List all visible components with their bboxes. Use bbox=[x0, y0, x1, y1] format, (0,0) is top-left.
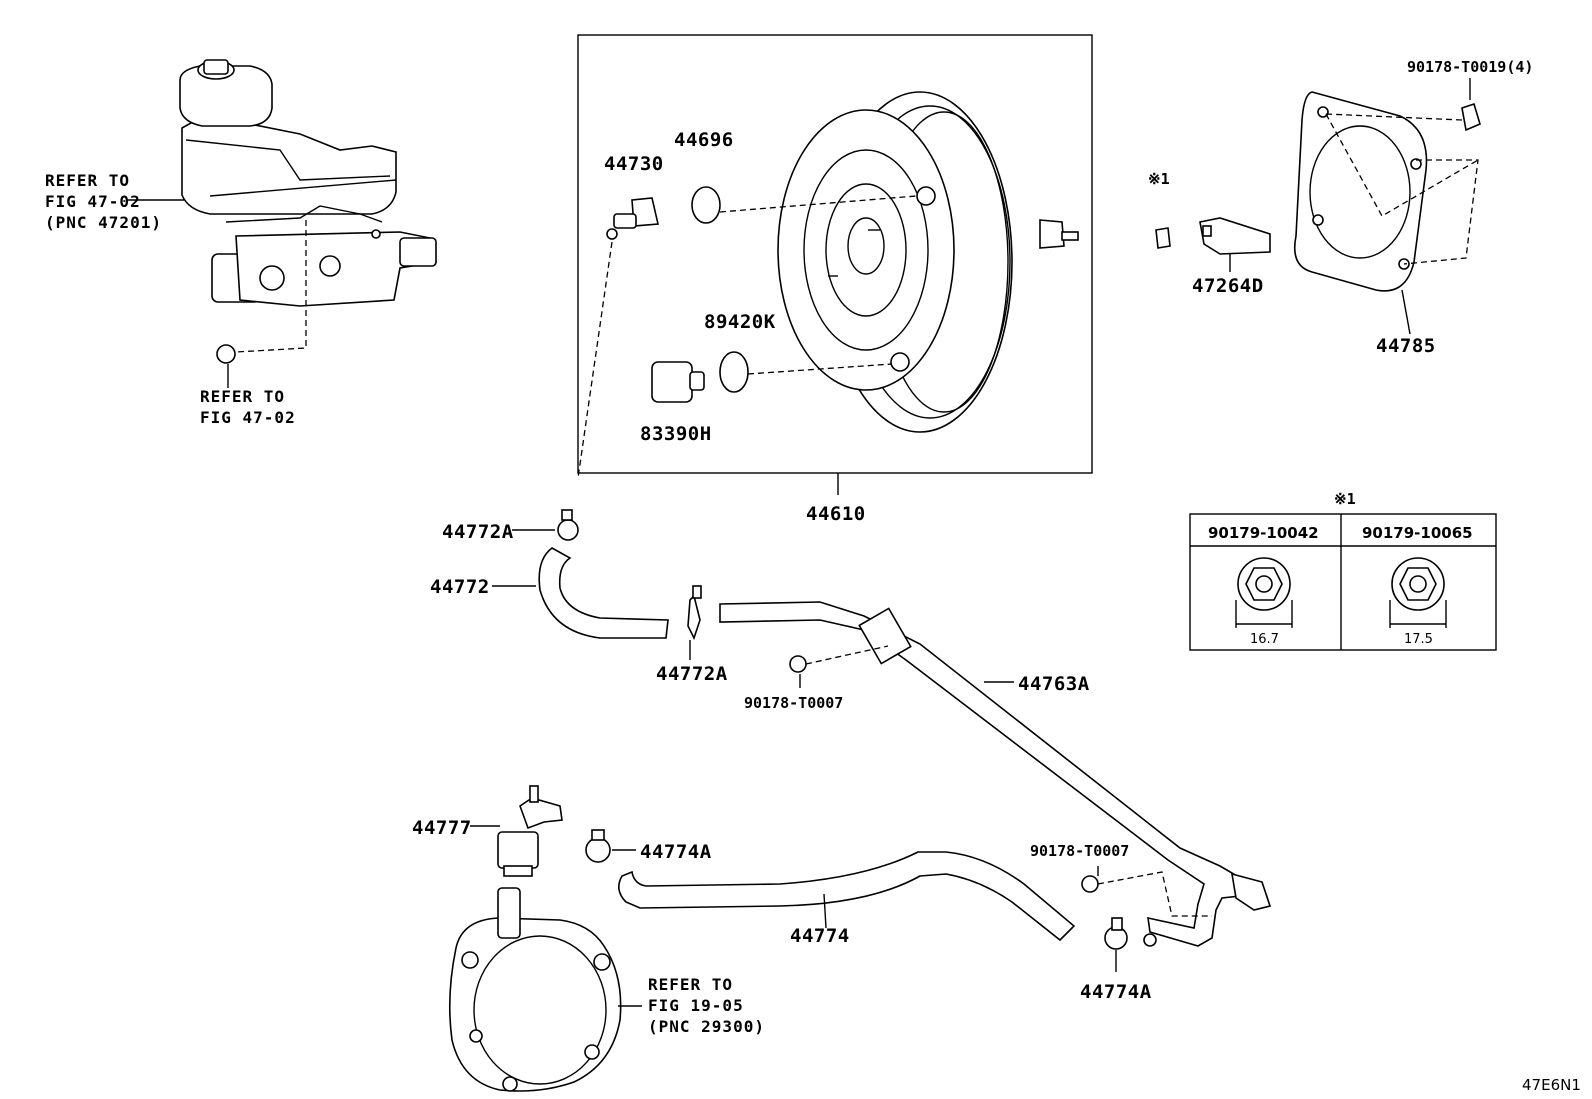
label-44610: 44610 bbox=[806, 503, 866, 525]
booster-group-box bbox=[577, 34, 1093, 474]
gasket-illustration bbox=[1293, 78, 1481, 335]
refer-line-3: (PNC 47201) bbox=[45, 213, 162, 232]
refer-line-2: FIG 47-02 bbox=[45, 192, 141, 211]
refer-line-1: REFER TO bbox=[648, 975, 733, 994]
master-cylinder-illustration bbox=[128, 59, 437, 388]
nut-dimension-1: 16.7 bbox=[1250, 632, 1279, 647]
bolt-90178-t0007-lower bbox=[1081, 866, 1212, 917]
label-44774: 44774 bbox=[790, 925, 850, 947]
nut-dimension-2: 17.5 bbox=[1404, 632, 1433, 647]
label-89420k: 89420K bbox=[704, 311, 776, 333]
nut-table: ※1 90179-10042 90179-10065 16.7 17.5 bbox=[1189, 490, 1497, 651]
label-44730: 44730 bbox=[604, 153, 664, 175]
label-44785: 44785 bbox=[1376, 335, 1436, 357]
refer-line-1: REFER TO bbox=[200, 387, 285, 406]
vacuum-hose-44774 bbox=[618, 851, 1076, 942]
refer-note-vacuum-pump: REFER TO FIG 19-05 (PNC 29300) bbox=[648, 975, 765, 1036]
figure-code: 47E6N1 bbox=[1522, 1076, 1581, 1094]
refer-line-2: FIG 47-02 bbox=[200, 408, 296, 427]
label-44774a-left: 44774A bbox=[640, 841, 712, 863]
nut-icon-1 bbox=[1235, 557, 1293, 628]
label-90178-t0019: 90178-T0019(4) bbox=[1407, 58, 1533, 76]
refer-line-2: FIG 19-05 bbox=[648, 996, 744, 1015]
nut-part-2: 90179-10065 bbox=[1362, 524, 1473, 542]
label-44696: 44696 bbox=[674, 129, 734, 151]
label-44763a: 44763A bbox=[1018, 673, 1090, 695]
label-44772a-mid: 44772A bbox=[656, 663, 728, 685]
table-mark: ※1 bbox=[1334, 490, 1356, 508]
clamp-44774a-right bbox=[1104, 917, 1128, 972]
brake-booster-illustration bbox=[777, 91, 1079, 433]
label-44777: 44777 bbox=[412, 817, 472, 839]
nut-part-1: 90179-10042 bbox=[1208, 524, 1319, 542]
label-90178-t0007-lower: 90178-T0007 bbox=[1030, 842, 1129, 860]
vacuum-hose-44772 bbox=[492, 509, 702, 660]
bracket-47264d-illustration bbox=[1155, 217, 1271, 272]
label-44772a-top: 44772A bbox=[442, 521, 514, 543]
bolt-90178-t0007-upper bbox=[789, 645, 889, 688]
clamp-44774a-left bbox=[585, 829, 636, 863]
refer-line-1: REFER TO bbox=[45, 171, 130, 190]
vacuum-pump-illustration bbox=[448, 887, 642, 1092]
label-83390h: 83390H bbox=[640, 423, 712, 445]
label-90178-t0007-upper: 90178-T0007 bbox=[744, 694, 843, 712]
nut-icon-2 bbox=[1389, 557, 1447, 628]
mark-1-top: ※1 bbox=[1148, 170, 1170, 188]
label-47264d: 47264D bbox=[1192, 275, 1264, 297]
refer-note-reservoir-cap: REFER TO FIG 47-02 bbox=[200, 387, 296, 427]
refer-note-master-cylinder: REFER TO FIG 47-02 (PNC 47201) bbox=[45, 171, 162, 232]
check-valve-44777 bbox=[470, 785, 563, 877]
vacuum-pipe-44763a bbox=[719, 601, 1272, 947]
refer-line-3: (PNC 29300) bbox=[648, 1017, 765, 1036]
label-44774a-right: 44774A bbox=[1080, 981, 1152, 1003]
booster-small-parts bbox=[577, 186, 917, 495]
label-44772: 44772 bbox=[430, 576, 490, 598]
